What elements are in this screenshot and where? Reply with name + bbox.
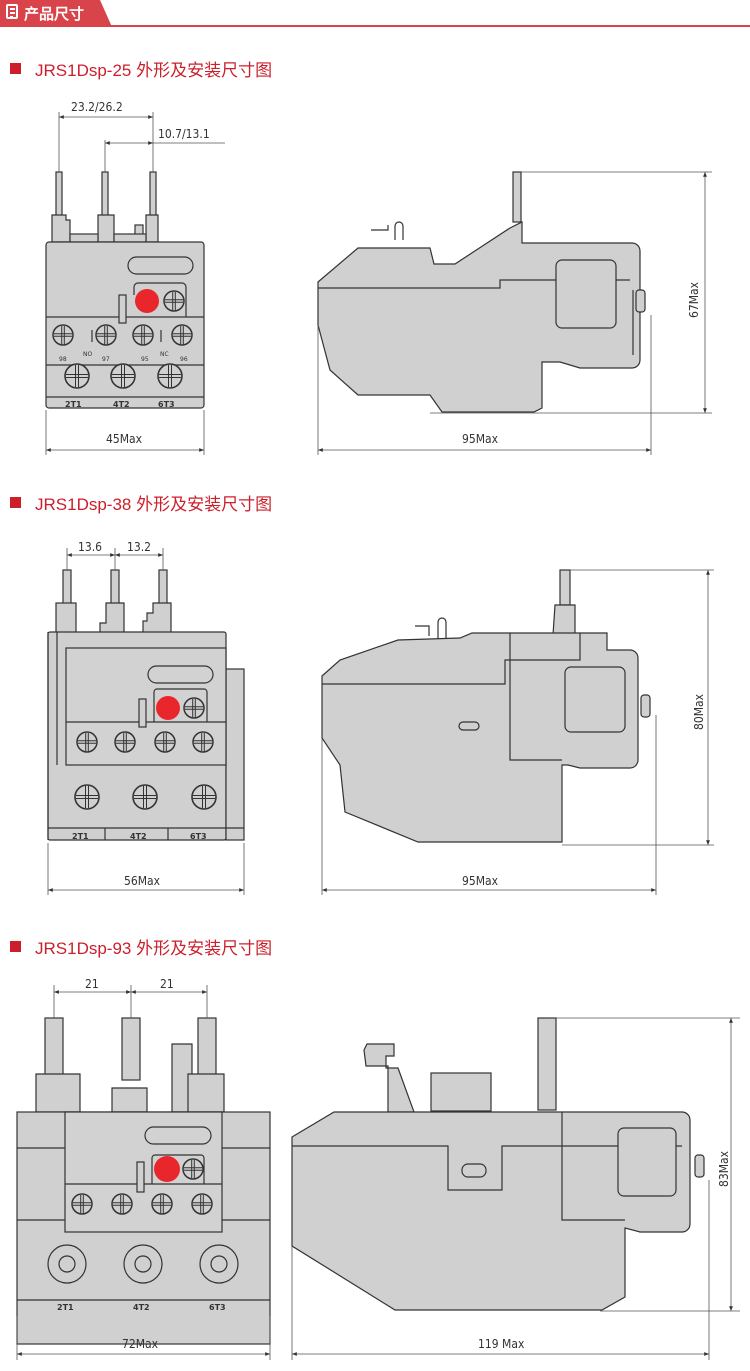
relay-side-body bbox=[321, 632, 639, 843]
dimension-lines-38-side bbox=[321, 569, 714, 895]
width-dimension: 56Max bbox=[124, 874, 161, 888]
reset-button bbox=[156, 696, 180, 720]
terminal-label: 2T1 bbox=[72, 832, 89, 841]
main-terminal-screw bbox=[123, 1244, 163, 1284]
section-title-text: JRS1Dsp-25 外形及安装尺寸图 bbox=[35, 60, 273, 80]
section-title-25: JRS1Dsp-25 外形及安装尺寸图 bbox=[10, 56, 272, 80]
aux-terminal-labels: 98 NO 97 95 NC 96 bbox=[59, 351, 188, 363]
document-icon bbox=[6, 4, 18, 19]
terminal-label: 2T1 bbox=[65, 400, 82, 409]
main-terminal-labels: 2T1 4T2 6T3 bbox=[65, 400, 175, 409]
dimension-lines-25-front bbox=[45, 112, 225, 455]
label-window bbox=[127, 256, 194, 275]
pitch-dimension: 23.2/26.2 bbox=[71, 100, 123, 114]
front-view-25 bbox=[45, 171, 205, 409]
terminal-label: 2T1 bbox=[57, 1303, 74, 1312]
terminal-label: 6T3 bbox=[190, 832, 207, 841]
terminal-label: 4T2 bbox=[130, 832, 147, 841]
front-view-93 bbox=[16, 1017, 271, 1345]
section-title-93: JRS1Dsp-93 外形及安装尺寸图 bbox=[10, 934, 272, 958]
adjust-knob bbox=[694, 1154, 705, 1178]
main-terminal-labels: 2T1 4T2 6T3 bbox=[57, 1303, 226, 1312]
terminal-label: 95 bbox=[141, 356, 149, 363]
section-title-38: JRS1Dsp-38 外形及安装尺寸图 bbox=[10, 490, 272, 514]
terminal-label: 4T2 bbox=[113, 400, 130, 409]
label-window bbox=[144, 1126, 212, 1145]
depth-dimension: 95Max bbox=[462, 874, 499, 888]
bullet-square-icon bbox=[10, 62, 21, 74]
label-window bbox=[147, 665, 214, 684]
terminal-label: 4T2 bbox=[133, 1303, 150, 1312]
reset-cover bbox=[564, 666, 626, 733]
test-button bbox=[118, 294, 127, 324]
dimension-lines-93-front bbox=[16, 985, 271, 1360]
terminal-label: 98 bbox=[59, 356, 67, 363]
height-dimension: 67Max bbox=[687, 281, 701, 318]
depth-dimension: 95Max bbox=[462, 432, 499, 446]
terminal-label: 6T3 bbox=[209, 1303, 226, 1312]
terminal-label: NC bbox=[160, 351, 169, 358]
main-terminal-screw bbox=[47, 1244, 87, 1284]
terminal-pin bbox=[101, 171, 109, 218]
main-terminal-labels: 2T1 4T2 6T3 bbox=[72, 832, 207, 841]
terminal-boss bbox=[51, 214, 71, 243]
pitch-dimension: 10.7/13.1 bbox=[158, 127, 210, 141]
header-divider bbox=[0, 25, 750, 27]
pitch-dimension: 21 bbox=[85, 977, 99, 991]
side-view-93 bbox=[291, 1017, 705, 1311]
test-button bbox=[138, 698, 147, 728]
dimension-lines-38-front bbox=[47, 548, 245, 895]
reset-button bbox=[135, 289, 159, 313]
height-dimension: 80Max bbox=[692, 693, 706, 730]
side-view-25 bbox=[317, 171, 646, 413]
dimension-lines-25-side bbox=[317, 171, 712, 455]
reset-cover bbox=[555, 259, 617, 329]
front-view-38 bbox=[47, 569, 245, 841]
terminal-pin bbox=[55, 171, 63, 218]
width-dimension: 72Max bbox=[122, 1337, 159, 1351]
main-terminal-screw bbox=[199, 1244, 239, 1284]
width-dimension: 45Max bbox=[106, 432, 143, 446]
terminal-label: NO bbox=[83, 351, 92, 358]
terminal-label: 96 bbox=[180, 356, 188, 363]
pitch-dimension: 13.2 bbox=[127, 540, 151, 554]
test-button bbox=[136, 1161, 145, 1193]
pitch-dimension: 21 bbox=[160, 977, 174, 991]
section-header: 产品尺寸 bbox=[0, 0, 750, 30]
adjust-knob bbox=[635, 289, 646, 313]
mounting-slot bbox=[458, 721, 480, 731]
header-tab: 产品尺寸 bbox=[0, 0, 112, 27]
height-dimension: 83Max bbox=[717, 1150, 731, 1187]
mounting-slot bbox=[461, 1163, 487, 1178]
bullet-square-icon bbox=[10, 940, 21, 952]
terminal-label: 97 bbox=[102, 356, 110, 363]
adjust-knob bbox=[640, 694, 651, 718]
bullet-square-icon bbox=[10, 496, 21, 508]
reset-button bbox=[154, 1156, 180, 1182]
reset-cover bbox=[617, 1127, 677, 1197]
terminal-pin bbox=[149, 171, 157, 218]
header-title: 产品尺寸 bbox=[24, 5, 85, 23]
pitch-dimension: 13.6 bbox=[78, 540, 102, 554]
section-title-text: JRS1Dsp-38 外形及安装尺寸图 bbox=[35, 494, 273, 514]
terminal-label: 6T3 bbox=[158, 400, 175, 409]
terminal-boss bbox=[97, 214, 115, 243]
depth-dimension: 119 Max bbox=[478, 1337, 525, 1351]
side-view-38 bbox=[321, 569, 651, 843]
section-title-text: JRS1Dsp-93 外形及安装尺寸图 bbox=[35, 938, 273, 958]
relay-side-body bbox=[291, 1111, 691, 1311]
dimension-lines-93-side bbox=[291, 1017, 740, 1360]
